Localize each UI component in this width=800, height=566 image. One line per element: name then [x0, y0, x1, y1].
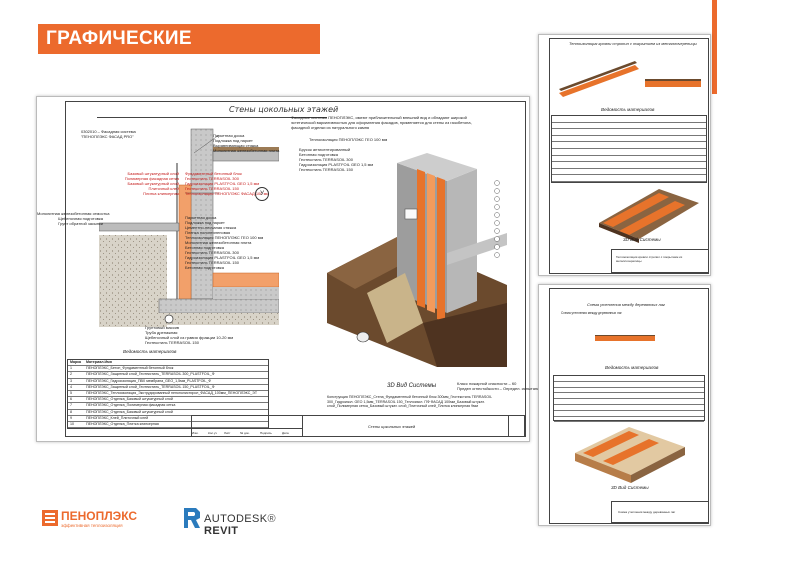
view3d-label: 3D Вид Системы: [623, 237, 661, 242]
stamp-title: Стены цокольных этажей: [368, 424, 416, 429]
roof-section-drawing: [559, 61, 701, 97]
sheet-subtitle: Схема утепления между деревянных лаг: [561, 311, 622, 315]
table-row: 9 ПЕНОПЛЭКС_Клей_Плиточный клей: [68, 416, 268, 422]
row-material: ПЕНОПЛЭКС_Отделка_Базовый штукатурный сл…: [86, 409, 173, 414]
accent-bar: [712, 0, 717, 94]
sheet-title: Схема утепления между деревянных лаг: [587, 302, 665, 307]
sheet-title: Теплоизоляция кровли стропил с покрытием…: [569, 41, 697, 46]
system-note: Фасадные системы ПЕНОПЛЭКС, имеют прибли…: [291, 115, 472, 130]
revit-text: REVIT: [204, 525, 239, 537]
floor-3d-view: [575, 427, 685, 483]
table-row: 7 ПЕНОПЛЭКС_Отделка_Полимерная фасадная с…: [68, 403, 268, 410]
revit-r-icon: [184, 508, 200, 528]
schedule-title: Ведомость материалов: [605, 365, 659, 370]
labels-mid: Фундаментный бетонный блок Геотекстиль T…: [185, 171, 270, 196]
right-labels: Брусок антисептированный Бетонная подгот…: [299, 147, 374, 172]
floor-sheet[interactable]: Схема утепления между деревянных лаг Схе…: [538, 284, 711, 526]
page-title: ГРАФИЧЕСКИЕ МАТЕРИАЛЫ: [38, 24, 320, 79]
view3d-label: 3D Вид Системы: [611, 485, 649, 490]
row-mark: 3: [70, 378, 72, 383]
fire-class: Класс пожарной опасности – К0 Предел огн…: [457, 381, 545, 391]
table-row: 8 ПЕНОПЛЭКС_Отделка_Базовый штукатурный с…: [68, 410, 268, 416]
brand-name: ПЕНОПЛЭКС: [61, 509, 138, 523]
view3d-label: 3D Вид Системы: [387, 383, 437, 389]
title-block: Теплоизоляция кровли стропил с покрытием…: [611, 249, 709, 273]
labels-left: Монолитная железобетонная отмостка Щебен…: [37, 211, 110, 226]
sheet-frame: [549, 38, 709, 274]
floor-section-strip: [595, 335, 655, 341]
materials-table: [553, 375, 705, 423]
row-mark: 10: [70, 421, 74, 426]
stamp-title: Схема утепления между деревянных лаг: [618, 510, 676, 514]
table-row: 6 ПЕНОПЛЭКС_Отделка_Базовый штукатурный с…: [68, 397, 268, 404]
table-row: 4 ПЕНОПЛЭКС_Защитный слой_Геотекстиль_TER…: [68, 385, 268, 391]
labels-red: Базовый штукатурный слой Полимерная фаса…: [124, 171, 179, 196]
row-material: ПЕНОПЛЭКС_Отделка_Полимерная фасадная се…: [86, 403, 176, 408]
sheet-title: Стены цокольных этажей: [229, 105, 339, 114]
row-material: ПЕНОПЛЭКС_Защитный слой_Геотекстиль_TERR…: [86, 384, 215, 389]
table-row: 10 ПЕНОПЛЭКС_Отделка_Плитка клинкерная: [68, 421, 268, 429]
row-material: ПЕНОПЛЭКС_Гидроизоляция_ПВХ мембрана_GEO…: [86, 378, 212, 383]
geo-label: Теплоизоляция ПЕНОПЛЭКС ГЕО 100 мм: [309, 137, 388, 142]
row-mark: 4: [70, 384, 72, 389]
wall-3d-view: [327, 153, 507, 367]
schedule-title: Ведомость материалов: [601, 107, 655, 112]
roof-sheet[interactable]: Теплоизоляция кровли стропил с покрытием…: [538, 34, 711, 276]
schedule-title: Ведомость материалов: [123, 349, 177, 354]
title-block: Схема утепления между деревянных лаг: [611, 501, 709, 523]
penoplex-mark-icon: [42, 510, 58, 526]
table-row: 2 ПЕНОПЛЭКС_Защитный слой_Геотекстиль_TER…: [68, 372, 268, 379]
row-material: ПЕНОПЛЭКС_Теплоизоляция_Экструдированный…: [86, 390, 258, 395]
labels-bottom: Грунтовый массив Труба дренажная Щебеноч…: [145, 325, 234, 345]
table-row: 5 ПЕНОПЛЭКС_Теплоизоляция_Экструдированны…: [68, 390, 268, 398]
row-material: ПЕНОПЛЭКС_Защитный слой_Геотекстиль_TERR…: [86, 372, 215, 377]
labels-top: Паркетная доска Подложка под паркет Выра…: [213, 133, 280, 153]
stamp-title: Теплоизоляция кровли стропил с покрытием…: [616, 255, 683, 263]
table-row: 1 ПЕНОПЛЭКС_Бетон_Фундаментный бетонный б…: [68, 366, 268, 373]
wall-section-drawing: [99, 128, 279, 327]
row-mark: 9: [70, 415, 72, 420]
autodesk-revit-logo: AUTODESK® REVIT: [184, 508, 304, 537]
circle-mark: У: [255, 187, 269, 201]
materials-table: [551, 115, 707, 183]
penoplex-logo: ПЕНОПЛЭКС эффективная теплоизоляция: [42, 508, 152, 530]
labels-floor: Паркетная доска Подложка под паркет Цеме…: [185, 215, 264, 270]
title-underline: [97, 117, 327, 118]
row-mark: 8: [70, 409, 72, 414]
row-mark: 6: [70, 397, 72, 402]
brand-subtitle: эффективная теплоизоляция: [61, 523, 123, 528]
row-mark: 2: [70, 372, 72, 377]
row-material: ПЕНОПЛЭКС_Клей_Плиточный клей: [86, 415, 149, 420]
roof-3d-view: [599, 189, 699, 243]
row-mark: 7: [70, 403, 72, 408]
system-label: 0302010 – Фасадная система "ПЕНОПЛЭКС ФА…: [81, 129, 136, 139]
row-mark: 1: [70, 366, 72, 371]
title-block: Изм. Кол.уч Лист № док. Подпись Дата Сте…: [191, 415, 525, 437]
row-material: ПЕНОПЛЭКС_Отделка_Базовый штукатурный сл…: [86, 397, 173, 402]
row-material: ПЕНОПЛЭКС_Отделка_Плитка клинкерная: [86, 421, 159, 426]
main-sheet[interactable]: Стены цокольных этажей: [36, 96, 544, 442]
stamp-cols: Изм. Кол.уч Лист № док. Подпись Дата: [192, 428, 302, 437]
construction-caption: Конструкция ПЕНОПЛЭКС_Стена_Фундаментный…: [327, 395, 492, 408]
table-row: 3 ПЕНОПЛЭКС_Гидроизоляция_ПВХ мембрана_GE…: [68, 379, 268, 385]
row-material: ПЕНОПЛЭКС_Бетон_Фундаментный бетонный бл…: [86, 366, 174, 371]
autodesk-text: AUTODESK® REVIT: [204, 513, 277, 537]
row-mark: 5: [70, 390, 72, 395]
sheet-frame: [549, 288, 709, 524]
